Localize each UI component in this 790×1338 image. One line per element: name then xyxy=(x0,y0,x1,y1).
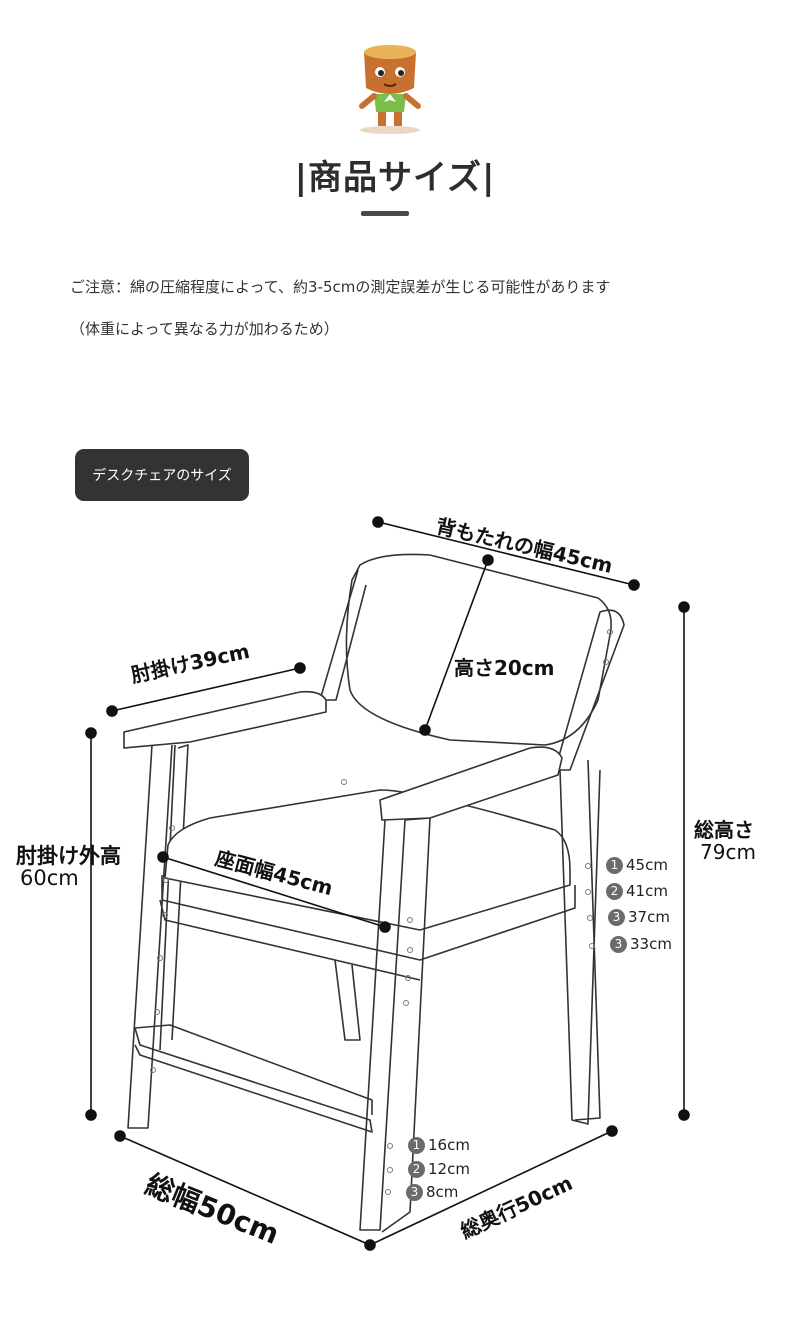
level-value: 45cm xyxy=(626,856,668,874)
seat-level-1: 1 45cm xyxy=(606,856,668,874)
section-badge: デスクチェアのサイズ xyxy=(75,449,249,501)
level-number-badge: 3 xyxy=(608,908,625,926)
level-value: 37cm xyxy=(628,908,670,926)
foot-level-1: 1 16cm xyxy=(408,1136,470,1154)
seat-level-2: 2 41cm xyxy=(606,882,668,900)
level-value: 41cm xyxy=(626,882,668,900)
title-underline xyxy=(361,211,409,216)
page-title: |商品サイズ| xyxy=(294,158,496,198)
mascot-icon xyxy=(359,45,421,134)
level-number-badge: 1 xyxy=(606,856,623,874)
total-height-label: 総高さ xyxy=(694,818,754,842)
armrest-outer-height-label: 肘掛け外高 xyxy=(16,844,121,868)
level-number-badge: 2 xyxy=(408,1160,425,1178)
armrest-outer-height-value: 60cm xyxy=(20,866,79,890)
seat-level-3: 3 37cm xyxy=(608,908,670,926)
foot-level-2: 2 12cm xyxy=(408,1160,470,1178)
foot-level-3: 3 8cm xyxy=(406,1183,458,1201)
level-number-badge: 1 xyxy=(408,1136,425,1154)
level-value: 16cm xyxy=(428,1136,470,1154)
level-number-badge: 2 xyxy=(606,882,623,900)
level-number-badge: 3 xyxy=(406,1183,423,1201)
total-height-value: 79cm xyxy=(700,840,756,864)
seat-level-4: 3 33cm xyxy=(610,935,672,953)
level-value: 12cm xyxy=(428,1160,470,1178)
note-measurement-error: ご注意：綿の圧縮程度によって、約3-5cmの測定誤差が生じる可能性があります xyxy=(70,278,611,296)
note-weight: （体重によって異なる力が加わるため） xyxy=(70,320,339,338)
backrest-height-label: 高さ20cm xyxy=(454,656,555,680)
level-number-badge: 3 xyxy=(610,935,627,953)
level-value: 33cm xyxy=(630,935,672,953)
level-value: 8cm xyxy=(426,1183,459,1201)
